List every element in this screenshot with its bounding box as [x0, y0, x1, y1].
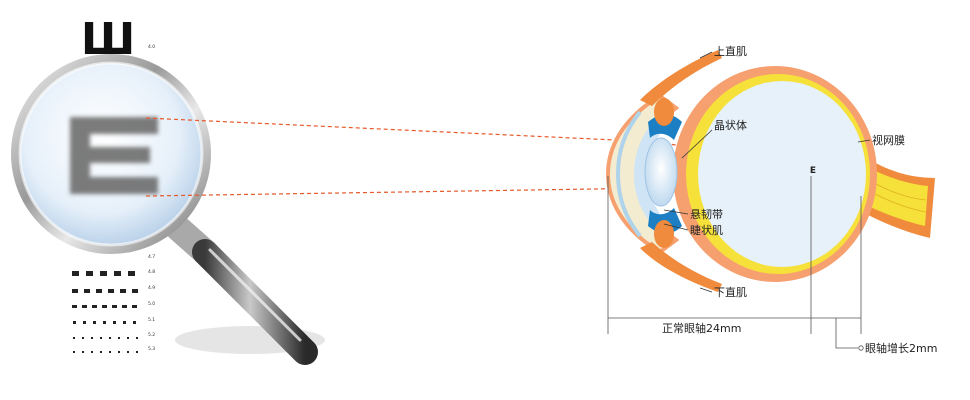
crystalline-lens [644, 137, 678, 207]
chart-acuity-column: 4.0 4.7 4.8 4.9 5.0 5.1 5.2 5.3 [148, 44, 155, 352]
optotype-row [72, 271, 135, 276]
label-ciliary-muscle: 睫状肌 [690, 223, 723, 237]
optotype-row [72, 289, 138, 293]
retina-image-symbol: E [810, 166, 816, 176]
eye-labels: 上直肌 晶状体 视网膜 悬韧带 睫状肌 下直肌 [690, 44, 905, 299]
leader-lines [663, 51, 871, 293]
magnifier [11, 54, 325, 365]
inferior-rectus-muscle [640, 242, 722, 292]
acuity-value: 5.2 [148, 332, 155, 338]
optotype-row [73, 337, 138, 339]
acuity-value: 5.0 [148, 301, 155, 307]
eye-cross-section: E [605, 50, 935, 292]
chart-optotype-rows [72, 271, 138, 353]
ciliary-muscle-upper [654, 98, 674, 126]
label-superior-rectus: 上直肌 [714, 44, 747, 58]
acuity-value: 4.0 [148, 44, 155, 50]
superior-rectus-muscle [640, 50, 722, 106]
dim-growth-leader [835, 318, 858, 349]
label-inferior-rectus: 下直肌 [714, 285, 747, 299]
sightline-lower [145, 187, 659, 197]
magnifier-handle [165, 215, 318, 365]
acuity-value: 4.9 [148, 285, 155, 291]
label-normal-axis: 正常眼轴24mm [662, 321, 741, 335]
acuity-value: 5.1 [148, 317, 155, 323]
optotype-row [73, 351, 138, 353]
acuity-value: 4.7 [148, 254, 155, 260]
label-retina: 视网膜 [872, 133, 905, 147]
label-axis-growth: 眼轴增长2mm [865, 341, 937, 355]
vitreous-body [698, 81, 866, 267]
magnified-symbol [70, 117, 158, 194]
label-lens: 晶状体 [714, 118, 747, 132]
sightline-upper [145, 117, 659, 143]
axis-dimensions [607, 176, 864, 351]
label-zonule: 悬韧带 [690, 208, 723, 221]
ciliary-muscle-lower [654, 220, 674, 248]
optotype-row [73, 321, 136, 324]
acuity-value: 4.8 [148, 269, 155, 275]
optotype-row [72, 305, 137, 308]
acuity-value: 5.3 [148, 346, 155, 352]
